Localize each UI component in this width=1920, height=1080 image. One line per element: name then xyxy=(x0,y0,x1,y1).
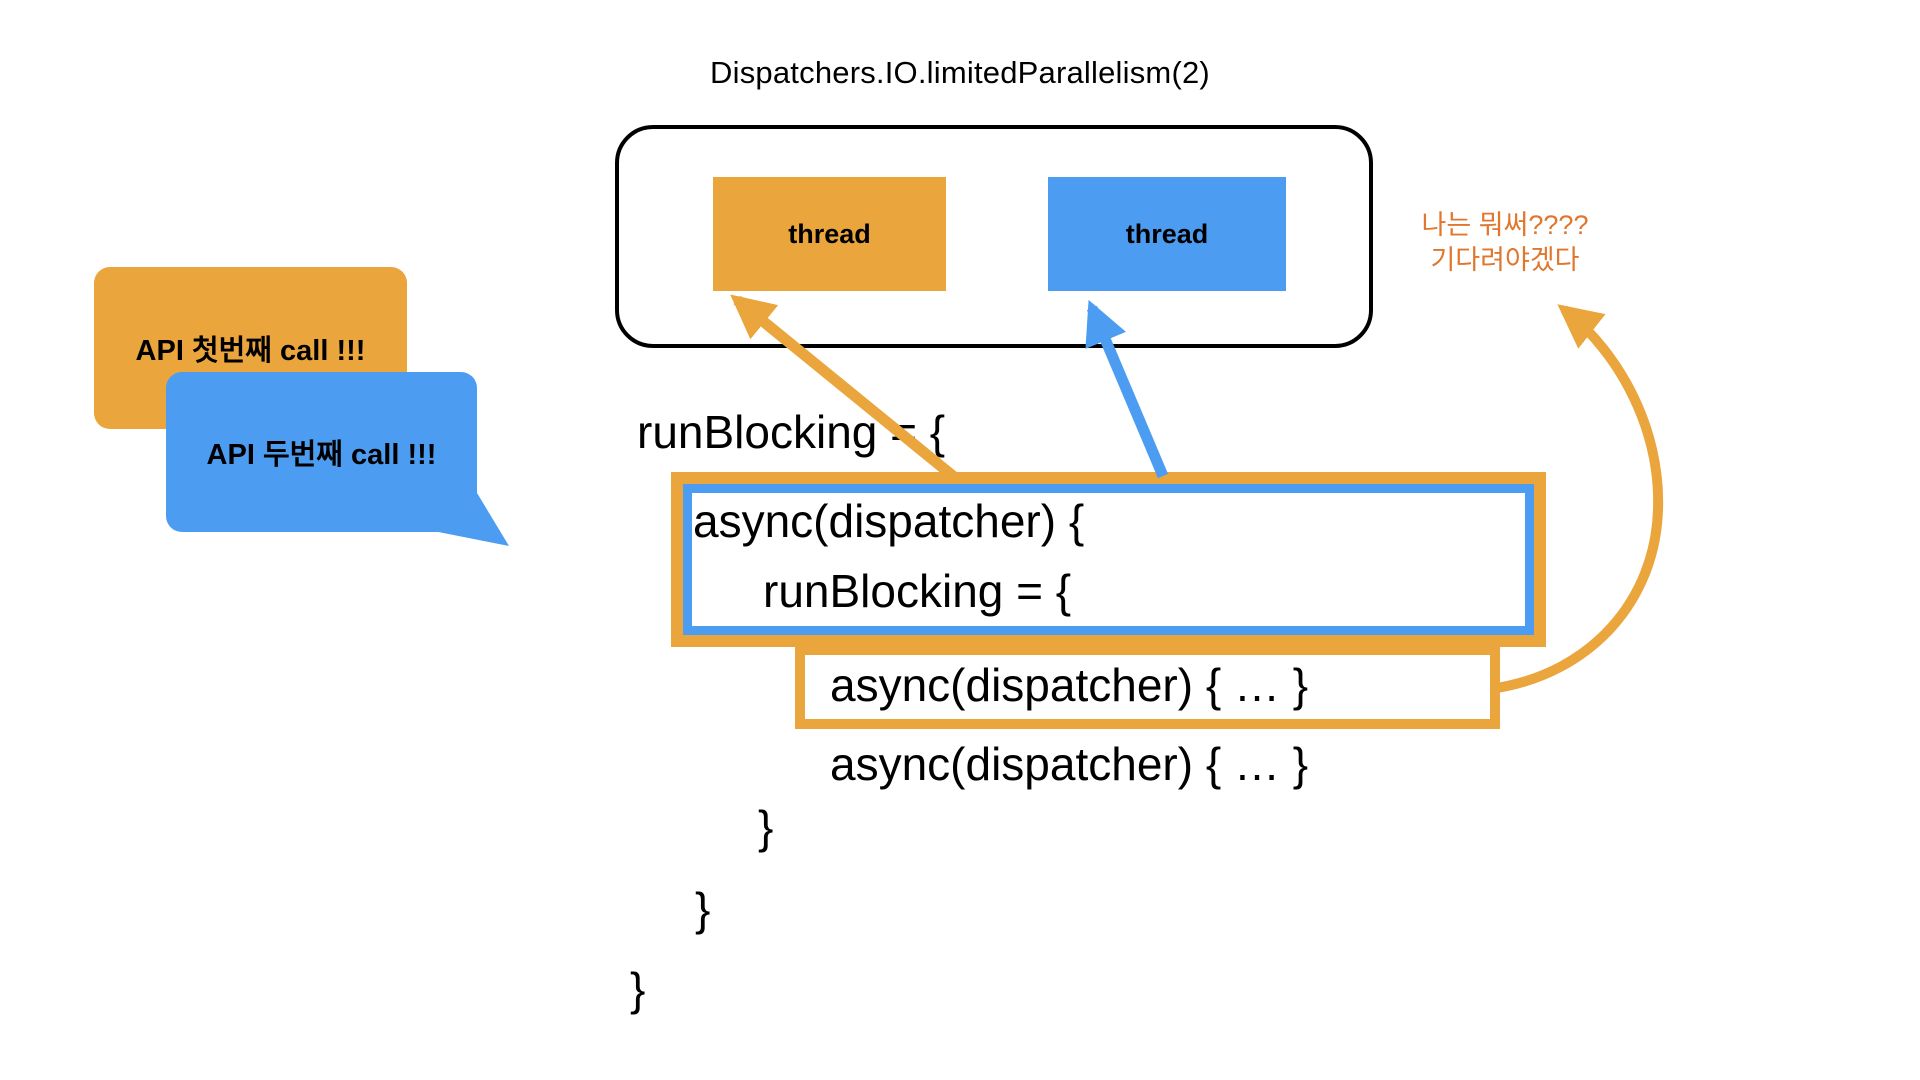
code-close-brace-3: } xyxy=(630,963,646,1015)
code-line-async-outer: async(dispatcher) { xyxy=(693,495,1085,547)
bubble-label: API 첫번째 call !!! xyxy=(135,335,366,367)
waiting-note-line2: 기다려야겠다 xyxy=(1430,245,1580,275)
code-close-brace-2: } xyxy=(695,883,711,935)
highlight-box-nested-async xyxy=(795,645,1500,729)
code-line-runblocking: runBlocking = { xyxy=(637,406,946,458)
thread-box-orange: thread xyxy=(713,177,946,291)
thread-box-blue: thread xyxy=(1048,177,1286,291)
waiting-note: 나는 뭐써???? 기다려야겠다 xyxy=(1375,208,1635,278)
code-line-async-nested-1: async(dispatcher) { … } xyxy=(830,659,1309,711)
code-close-brace-1: } xyxy=(758,801,774,853)
waiting-note-line1: 나는 뭐써???? xyxy=(1421,210,1589,240)
thread-label: thread xyxy=(1125,218,1209,249)
code-line-runblocking-nested: runBlocking = { xyxy=(763,565,1072,617)
highlight-box-inner-blue xyxy=(683,484,1534,635)
page-title: Dispatchers.IO.limitedParallelism(2) xyxy=(710,55,1210,90)
speech-bubble-second-call: API 두번째 call !!! xyxy=(166,372,477,532)
code-line-async-nested-2: async(dispatcher) { … } xyxy=(830,738,1309,790)
thread-label: thread xyxy=(788,218,871,249)
bubble-label: API 두번째 call !!! xyxy=(206,439,437,471)
